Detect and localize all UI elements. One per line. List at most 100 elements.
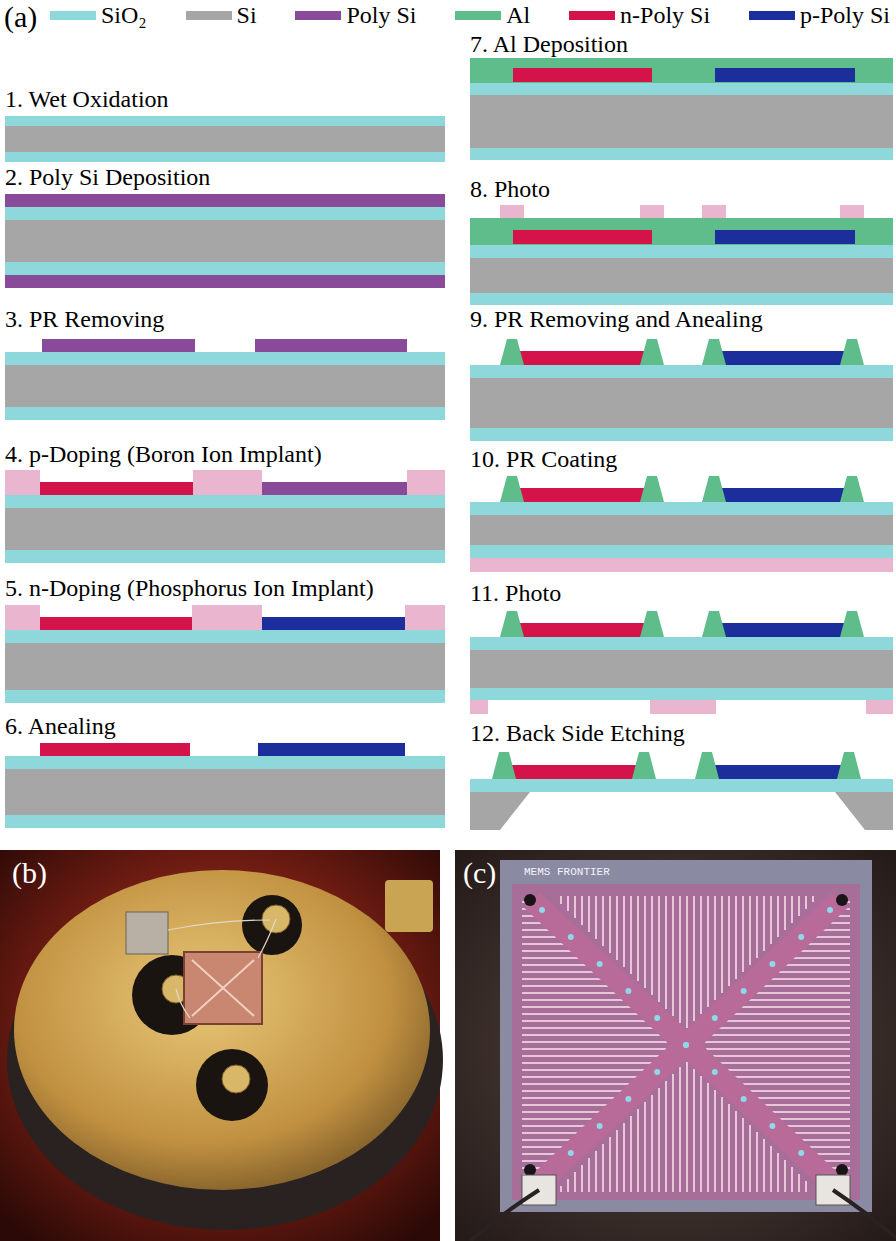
marker (836, 1164, 848, 1176)
comb-finger (658, 896, 660, 1002)
material-layer (470, 258, 893, 293)
material-layer (470, 293, 893, 305)
material-layer (866, 700, 893, 714)
marker (836, 894, 848, 906)
material-layer (705, 765, 850, 779)
legend-swatch (749, 11, 795, 20)
material-layer (702, 611, 726, 637)
contact-dot (683, 1042, 689, 1048)
comb-finger (705, 1041, 850, 1043)
material-layer (470, 700, 488, 714)
material-layer (5, 116, 445, 126)
step-title: 12. Back Side Etching (470, 720, 685, 746)
comb-finger (522, 985, 611, 987)
material-layer (5, 550, 445, 563)
material-layer (405, 605, 445, 630)
comb-finger (588, 896, 590, 932)
material-layer (632, 752, 656, 779)
comb-finger (735, 1111, 737, 1192)
comb-finger (686, 1062, 688, 1192)
material-layer (5, 630, 445, 643)
material-layer (470, 688, 893, 700)
comb-finger (763, 1139, 765, 1192)
material-layer (5, 690, 445, 703)
material-layer (258, 743, 405, 756)
material-layer (840, 611, 864, 637)
comb-finger (574, 1172, 576, 1192)
material-layer (505, 765, 645, 779)
comb-finger (707, 1083, 709, 1192)
comb-finger (609, 896, 611, 953)
comb-finger (756, 1132, 758, 1192)
comb-finger (522, 1104, 610, 1106)
material-layer (5, 194, 445, 207)
material-layer (5, 275, 445, 288)
header-tab (385, 880, 433, 932)
contact-dot (741, 988, 747, 994)
comb-finger (721, 1097, 723, 1192)
comb-finger (726, 1020, 850, 1022)
material-layer (470, 95, 893, 148)
panel-label: (b) (12, 856, 47, 889)
contact-dot (683, 1042, 689, 1048)
material-layer (715, 488, 855, 502)
comb-finger (720, 1062, 850, 1064)
material-layer (513, 488, 652, 502)
comb-finger (522, 1090, 624, 1092)
material-layer (470, 378, 893, 428)
comb-finger (747, 999, 850, 1001)
marker (524, 1164, 536, 1176)
material-layer (835, 792, 893, 830)
legend-swatch (295, 11, 341, 20)
comb-finger (609, 1137, 611, 1192)
comb-finger (522, 1076, 638, 1078)
material-layer (193, 470, 262, 495)
post-hole (242, 895, 302, 955)
comb-finger (522, 999, 625, 1001)
comb-finger (749, 896, 751, 965)
comb-finger (522, 1013, 639, 1015)
comb-finger (522, 1125, 589, 1127)
legend-text: n-Poly Si (620, 2, 710, 28)
comb-finger (672, 896, 674, 1016)
comb-finger (762, 1104, 850, 1106)
material-layer (5, 152, 445, 162)
comb-finger (742, 1118, 744, 1192)
material-layer (500, 611, 524, 637)
material-layer (695, 752, 719, 779)
chip-pattern (192, 960, 254, 1016)
comb-finger (789, 957, 850, 959)
material-layer (470, 779, 893, 792)
comb-finger (651, 1095, 653, 1192)
material-layer (640, 476, 664, 502)
comb-finger (791, 896, 793, 923)
step-title: 7. Al Deposition (470, 31, 628, 57)
comb-finger (714, 1090, 716, 1192)
comb-finger (776, 1118, 850, 1120)
material-layer (262, 482, 407, 495)
material-layer (470, 148, 893, 160)
comb-finger (756, 896, 758, 958)
material-layer (42, 339, 195, 352)
comb-finger (777, 896, 779, 937)
comb-finger (748, 1090, 850, 1092)
legend-swatch (455, 11, 501, 20)
comb-finger (574, 896, 576, 918)
comb-finger (679, 896, 681, 1023)
material-layer (5, 605, 40, 630)
material-layer (640, 611, 664, 637)
panel-label: (a) (4, 0, 37, 33)
material-layer (470, 502, 893, 515)
chip (184, 952, 262, 1024)
comb-finger (522, 1069, 645, 1071)
contact-dot (741, 1096, 747, 1102)
contact-dot (625, 988, 631, 994)
comb-finger (797, 1139, 850, 1141)
contact-dot (654, 1069, 660, 1075)
material-layer (702, 339, 726, 365)
material-layer (5, 126, 445, 152)
material-layer (715, 351, 855, 365)
comb-finger (714, 896, 716, 1000)
material-layer (5, 365, 445, 407)
contact-dot (712, 1069, 718, 1075)
